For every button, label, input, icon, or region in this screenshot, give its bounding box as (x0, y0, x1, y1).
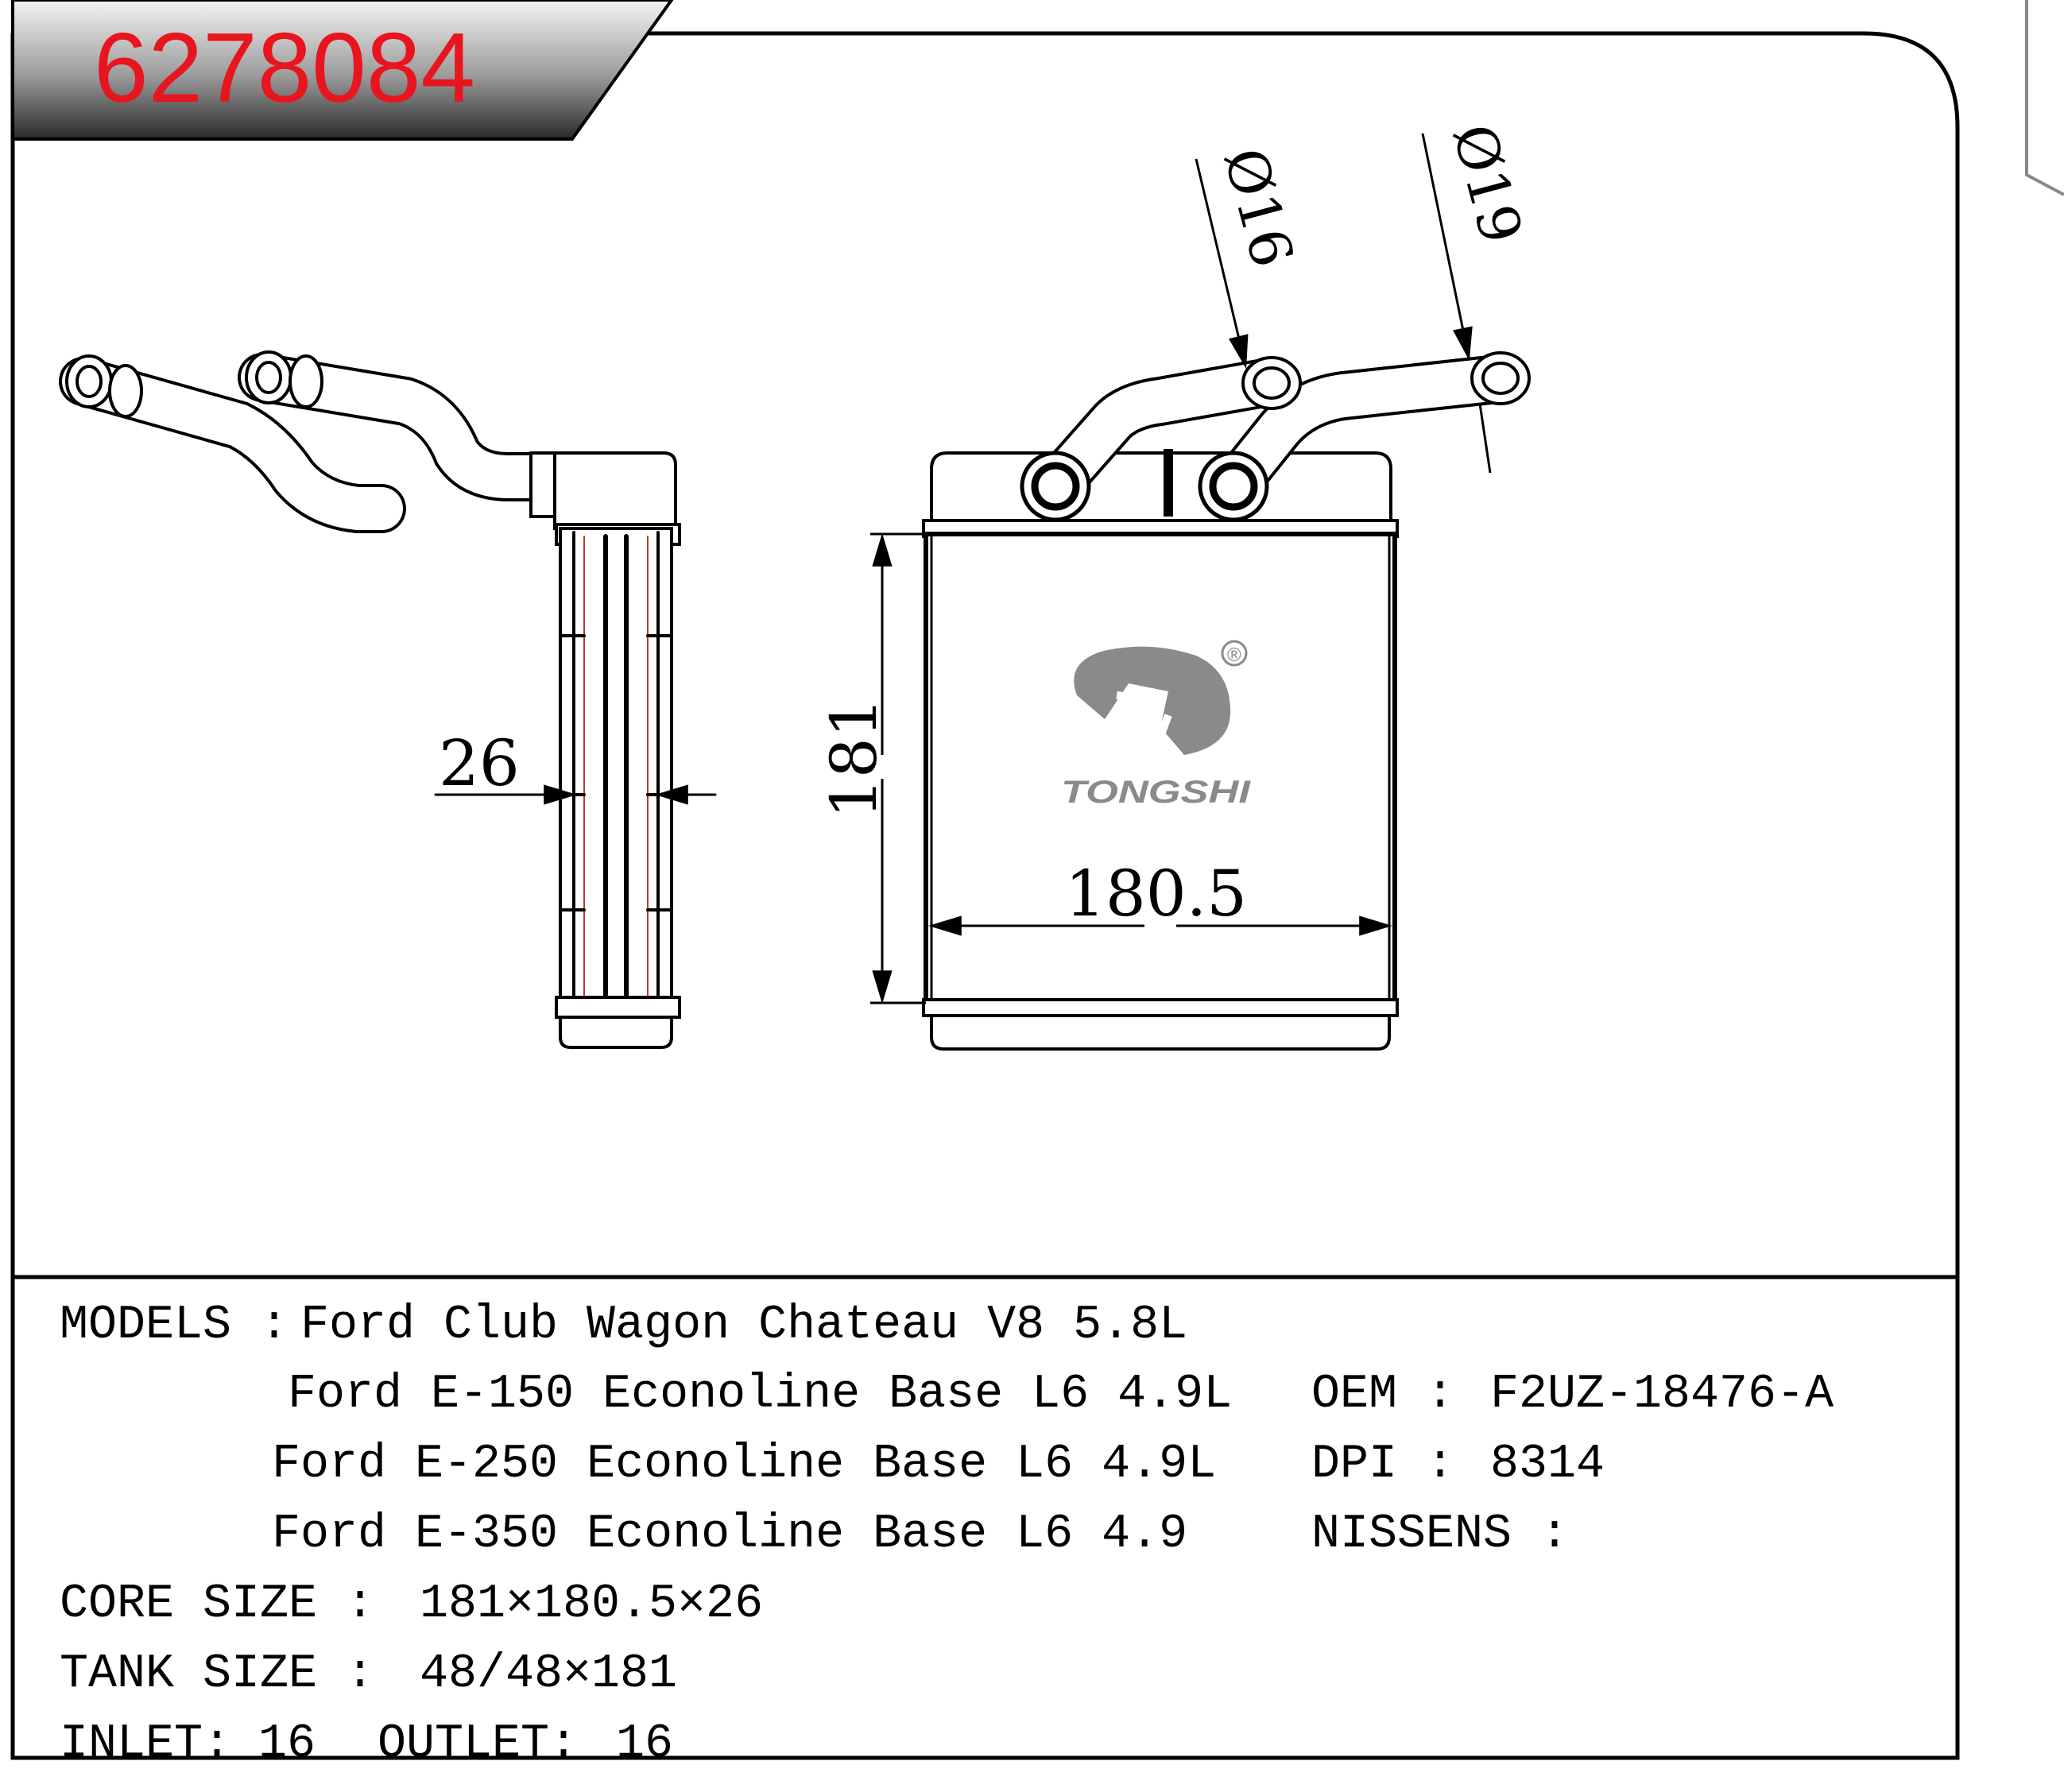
front-view (870, 133, 1531, 1051)
model-line: Ford E-250 Econoline Base L6 4.9L (272, 1438, 1216, 1492)
dpi-value: 8314 (1490, 1438, 1605, 1492)
oem-label: OEM : (1311, 1368, 1454, 1422)
edge-fragment (2025, 0, 2064, 196)
outlet-value: 16 (616, 1717, 673, 1771)
inlet-value: 16 (258, 1717, 316, 1771)
core-size-label: CORE SIZE : (60, 1577, 374, 1631)
tank-size-label: TANK SIZE : (60, 1647, 374, 1701)
tongshi-logo: ® TONGSHI (1061, 640, 1251, 810)
thickness-dimension: 26 (439, 726, 520, 800)
tank-size-value: 48/48×181 (420, 1647, 677, 1701)
outlet-label: OUTLET: (378, 1717, 578, 1771)
model-line: Ford Club Wagon Chateau V8 5.8L (300, 1299, 1187, 1353)
model-line: Ford E-350 Econoline Base L6 4.9 (272, 1508, 1187, 1562)
brand-name: TONGSHI (1061, 775, 1251, 810)
outer-frame (10, 31, 1960, 1760)
registered-mark: ® (1227, 644, 1241, 666)
inlet-diameter-dimension: Ø16 (1211, 141, 1307, 274)
side-view (59, 350, 717, 1049)
header-band: 6278084 (11, 0, 674, 141)
oem-value: F2UZ-18476-A (1490, 1368, 1834, 1422)
nissens-label: NISSENS : (1311, 1508, 1569, 1562)
height-dimension: 181 (817, 697, 891, 819)
models-label: MODELS : (60, 1299, 288, 1353)
inlet-label: INLET: (60, 1717, 231, 1771)
part-number: 6278084 (94, 14, 475, 123)
width-dimension: 180.5 (1065, 857, 1247, 931)
spec-block: MODELS : Ford Club Wagon Chateau V8 5.8L… (60, 1299, 1834, 1771)
core-size-value: 181×180.5×26 (420, 1577, 763, 1631)
model-line: Ford E-150 Econoline Base L6 4.9L (288, 1368, 1232, 1422)
outlet-diameter-dimension: Ø19 (1440, 118, 1535, 250)
dpi-label: DPI : (1311, 1438, 1454, 1492)
registered-icon (1221, 640, 1248, 667)
